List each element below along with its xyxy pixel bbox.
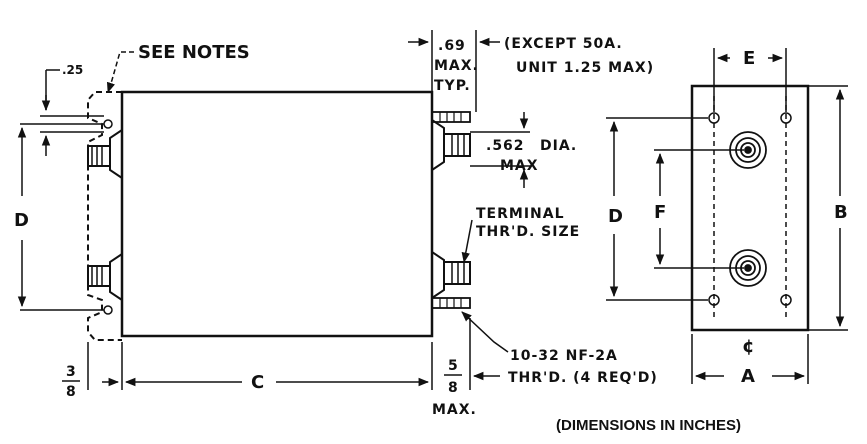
end-hole-tl: [708, 112, 720, 124]
dia-label: DIA.: [540, 138, 577, 154]
mount-stud-top: [431, 111, 471, 123]
end-view-dimensions: [606, 48, 848, 384]
left-stud-top: [87, 145, 111, 167]
dim-69-typ-label: TYP.: [434, 78, 471, 94]
dim-b-label: B: [834, 202, 848, 223]
end-hole-br: [780, 294, 792, 306]
end-hole-tr: [780, 112, 792, 124]
dim-f-label: F: [654, 202, 666, 223]
dia-max-label: MAX: [500, 158, 539, 174]
frac-8b-label: 8: [448, 380, 459, 396]
dia-562-label: .562: [486, 138, 525, 154]
thread-line2-label: THR'D. (4 REQ'D): [508, 370, 658, 386]
thread-line1-label: 10-32 NF-2A: [510, 348, 618, 364]
except-line1-label: (EXCEPT 50A.: [504, 36, 623, 52]
left-terminal-top: [109, 129, 123, 179]
frac-5-label: 5: [448, 358, 459, 374]
left-terminal-bottom: [109, 253, 123, 301]
dim-25-label: .25: [62, 63, 83, 77]
right-stud-top: [443, 133, 471, 157]
except-line2-label: UNIT 1.25 MAX): [516, 60, 654, 76]
dim-69-max-label: MAX.: [434, 58, 479, 74]
end-view: [690, 84, 810, 332]
terminal-line2-label: THR'D. SIZE: [476, 224, 580, 240]
side-view: [87, 90, 471, 341]
right-stud-bottom: [443, 261, 471, 285]
centerline-label: ¢: [742, 336, 755, 357]
filter-body: [120, 90, 434, 338]
end-plate: [690, 84, 810, 332]
mount-stud-bottom: [431, 297, 471, 309]
dim-c-label: C: [251, 372, 264, 393]
terminal-line1-label: TERMINAL: [476, 206, 565, 222]
dim-e-label: E: [743, 48, 755, 69]
max-bottom-label: MAX.: [432, 402, 477, 418]
dim-69-label: .69: [438, 38, 466, 54]
side-view-dimensions: [17, 30, 530, 390]
right-terminal-top: [431, 119, 445, 171]
right-terminal-bottom: [431, 251, 445, 299]
dimensions-caption: (DIMENSIONS IN INCHES): [556, 417, 741, 434]
dim-a-label: A: [741, 366, 755, 387]
frac-3-label: 3: [66, 364, 77, 380]
flange-hole-bottom: [103, 305, 113, 315]
end-hole-bl: [708, 294, 720, 306]
left-stud-bottom: [87, 265, 111, 287]
dim-d-left-label: D: [14, 210, 29, 231]
frac-8a-label: 8: [66, 384, 77, 400]
flange-hole-top: [103, 119, 113, 129]
dim-d-right-label: D: [608, 206, 623, 227]
mounting-flange-dashed: [87, 91, 122, 341]
see-notes-label: SEE NOTES: [138, 42, 250, 63]
